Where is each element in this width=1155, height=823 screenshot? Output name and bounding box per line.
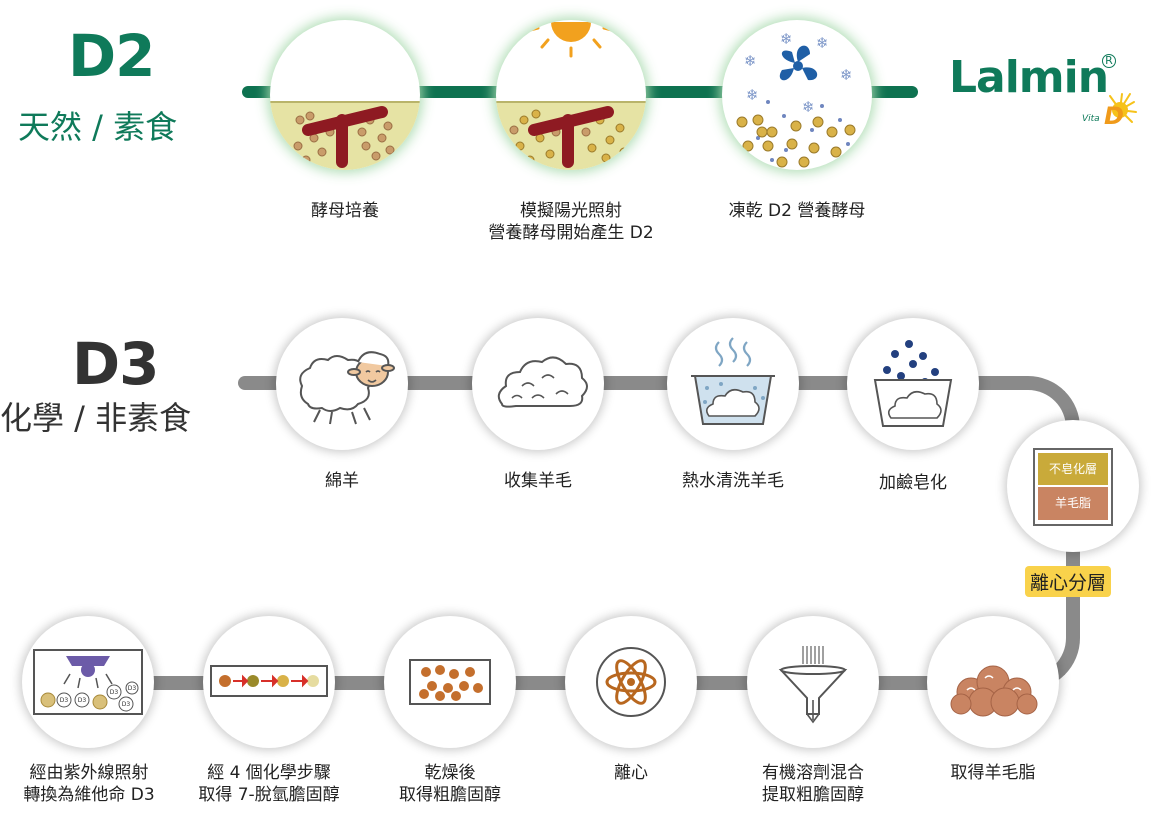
d3-step-label-7: 有機溶劑混合 提取粗膽固醇 (762, 763, 864, 805)
registered-mark: R (1102, 54, 1116, 68)
d2-step-label-3: 凍乾 D2 營養酵母 (728, 201, 866, 221)
d3-step-label-8: 離心 (614, 763, 648, 783)
lalmin-logo: Lalmin (949, 52, 1109, 103)
svg-text:D3: D3 (110, 689, 119, 696)
d3-step-chemical (203, 616, 335, 748)
solvent-funnel-icon (778, 646, 848, 724)
d3-step-lanolin (927, 616, 1059, 748)
svg-text:D3: D3 (122, 701, 131, 708)
svg-text:D3: D3 (128, 685, 137, 692)
steam-icon (714, 337, 752, 367)
d3-subtitle: 化學 / 非素食 (0, 399, 192, 437)
yeast-culture-icon (270, 101, 420, 170)
layered-separation-icon: 不皂化層 羊毛脂 (1033, 448, 1113, 526)
lanolin-layer: 羊毛脂 (1038, 487, 1108, 520)
svg-text:❄: ❄ (744, 52, 757, 70)
d3-step-wool (472, 318, 604, 450)
svg-text:❄: ❄ (746, 86, 759, 104)
svg-text:❄: ❄ (802, 98, 815, 116)
svg-text:D3: D3 (60, 697, 69, 704)
vita-text: Vita (1082, 114, 1100, 124)
alkali-saponification-icon (873, 340, 953, 427)
svg-text:❄: ❄ (840, 66, 853, 84)
d3-step-centrifuge (565, 616, 697, 748)
svg-text:❄: ❄ (816, 34, 829, 52)
d2-step-freeze-dry: ❄ ❄ ❄ ❄ ❄ ❄ (722, 20, 872, 170)
d3-step-saponification (847, 318, 979, 450)
d2-subtitle: 天然 / 素食 (18, 108, 178, 146)
uv-lamp-icon: D3 D3 D3 D3 D3 (33, 649, 143, 715)
freeze-dry-icon: ❄ ❄ ❄ ❄ ❄ ❄ (736, 30, 856, 168)
d3-step-label-10: 經 4 個化學步驟 取得 7-脫氫膽固醇 (198, 763, 340, 805)
d2-step-label-1: 酵母培養 (311, 201, 379, 221)
d2-title: D2 (68, 22, 156, 90)
svg-text:D3: D3 (78, 697, 87, 704)
d3-path-top (238, 376, 1028, 390)
centrifuge-layering-tag: 離心分層 (1025, 566, 1112, 597)
d3-step-layers: 不皂化層 羊毛脂 (1007, 420, 1139, 552)
fan-icon (779, 45, 818, 81)
vita-d-sun-icon (1109, 93, 1137, 123)
d2-step-label-2: 模擬陽光照射 營養酵母開始產生 D2 (488, 201, 654, 243)
sun-icon (528, 22, 614, 58)
chemical-steps-icon (210, 665, 328, 697)
centrifuge-atom-icon (596, 647, 666, 717)
wool-icon (497, 356, 588, 408)
d3-title: D3 (72, 330, 160, 398)
unsaponified-layer: 不皂化層 (1038, 453, 1108, 485)
d3-step-label-11: 經由紫外線照射 轉換為維他命 D3 (23, 763, 155, 805)
d2-step-yeast-culture (270, 20, 420, 170)
d3-step-label-6: 取得羊毛脂 (950, 763, 1036, 783)
d3-step-dried (384, 616, 516, 748)
dried-cholesterol-icon (409, 659, 491, 705)
lanolin-icon (950, 665, 1038, 717)
d3-step-label-2: 收集羊毛 (504, 471, 572, 491)
hot-water-wash-icon (691, 337, 775, 425)
d3-step-label-9: 乾燥後 取得粗膽固醇 (399, 763, 501, 805)
d3-step-label-3: 熱水清洗羊毛 (682, 471, 784, 491)
d2-step-sunlight (496, 20, 646, 170)
d3-step-hot-wash (667, 318, 799, 450)
vita-d-letter: D (1104, 102, 1124, 130)
sunlight-yeast-icon (496, 22, 646, 170)
svg-text:❄: ❄ (780, 30, 793, 48)
d3-step-label-4: 加鹼皂化 (879, 473, 947, 493)
d3-step-label-1: 綿羊 (325, 471, 359, 491)
d3-step-uv: D3 D3 D3 D3 D3 (22, 616, 154, 748)
d3-step-sheep (276, 318, 408, 450)
sheep-icon (299, 351, 395, 425)
d3-step-solvent (747, 616, 879, 748)
